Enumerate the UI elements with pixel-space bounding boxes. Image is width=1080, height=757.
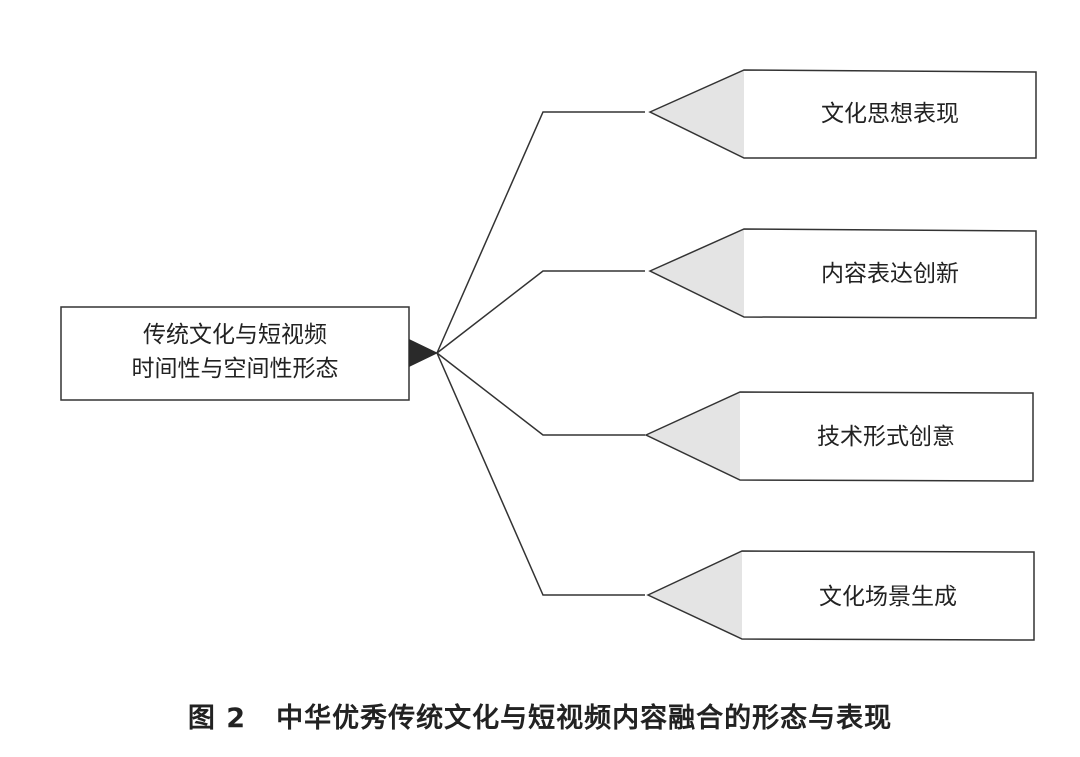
branch-node-1: 文化思想表现 — [648, 69, 1037, 159]
connector-line-4 — [436, 352, 645, 596]
branch-node-2: 内容表达创新 — [648, 228, 1037, 319]
branch-box-4 — [646, 550, 1035, 641]
branch-label-2: 内容表达创新 — [821, 261, 959, 287]
branch-box-1 — [648, 69, 1037, 159]
figure-number: 图 2 — [187, 703, 247, 734]
figure-title: 中华优秀传统文化与短视频内容融合的形态与表现 — [276, 703, 893, 734]
connector-line-2 — [436, 270, 645, 354]
branch-node-4: 文化场景生成 — [646, 550, 1035, 641]
branch-arrow-4 — [648, 551, 742, 639]
connector-line-3 — [436, 352, 645, 436]
root-label-line2: 时间性与空间性形态 — [132, 356, 339, 382]
branch-box-2 — [648, 228, 1037, 319]
branch-node-3: 技术形式创意 — [644, 391, 1034, 482]
root-pointer-marker — [409, 339, 438, 367]
branch-box-3 — [644, 391, 1034, 482]
root-box — [60, 306, 410, 401]
branch-arrow-3 — [646, 392, 740, 480]
root-label-line1: 传统文化与短视频 — [143, 322, 327, 348]
figure-caption: 图 2 中华优秀传统文化与短视频内容融合的形态与表现 — [0, 696, 1080, 735]
branch-arrow-1 — [650, 70, 744, 158]
branch-label-4: 文化场景生成 — [819, 584, 957, 610]
branch-label-1: 文化思想表现 — [821, 101, 959, 127]
connector-line-1 — [436, 111, 645, 354]
branch-arrow-2 — [650, 229, 744, 317]
branch-label-3: 技术形式创意 — [817, 424, 955, 450]
